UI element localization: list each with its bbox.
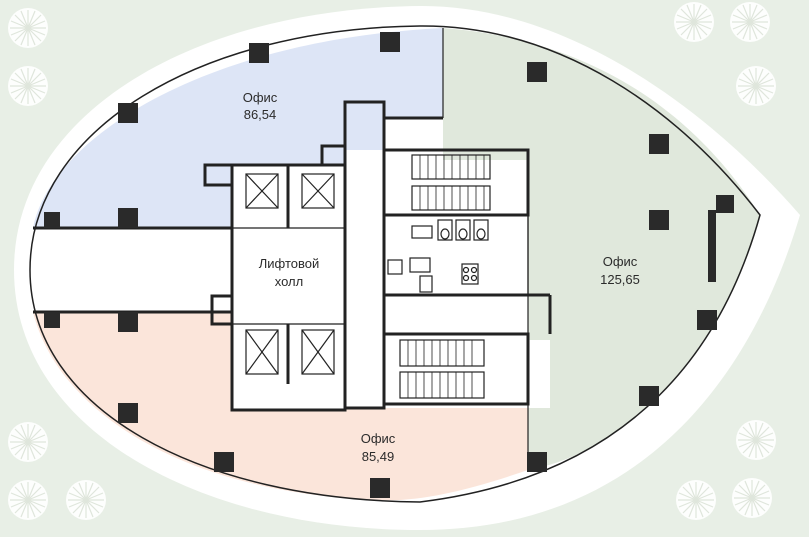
column [639,386,659,406]
tree-icon [7,65,49,107]
tree-icon [7,479,49,521]
room-label-office-2: Офис 125,65 [600,254,640,287]
column [44,212,60,228]
column [249,43,269,63]
column [697,310,717,330]
room-name: Офис [603,254,638,269]
tree-icon [731,477,773,519]
bathroom-fixtures [387,219,489,293]
structural-columns [44,32,734,498]
room-fill-office-2 [443,28,760,470]
column [370,478,390,498]
column [118,103,138,123]
lobby-name-line1: Лифтовой [259,256,320,271]
column [527,62,547,82]
tree-icon [673,1,715,43]
column [118,312,138,332]
room-fill-office-3 [33,312,528,501]
column [649,210,669,230]
column [118,403,138,423]
tree-icon [65,479,107,521]
core-walls [203,100,552,412]
room-label-office-1: Офис 86,54 [243,90,278,122]
tree-icon [729,1,771,43]
tree-icon [735,65,777,107]
column [214,452,234,472]
room-name: Офис [243,90,278,105]
staircase-top [411,154,491,211]
room-label-lobby: Лифтовой холл [259,256,320,289]
column [118,208,138,228]
column [527,452,547,472]
column [44,312,60,328]
room-fill-office-1 [33,28,443,228]
elevator-shafts [245,173,335,375]
lobby-name-line2: холл [275,274,303,289]
column [649,134,669,154]
column [708,210,716,282]
room-area: 85,49 [362,449,395,464]
tree-icon [735,419,777,461]
column [716,195,734,213]
room-label-office-3: Офис 85,49 [361,431,396,464]
column [380,32,400,52]
tree-icon [675,479,717,521]
room-area: 125,65 [600,272,640,287]
tree-icon [7,421,49,463]
room-area: 86,54 [244,107,277,122]
room-name: Офис [361,431,396,446]
staircase-bottom [399,339,485,399]
tree-icon [7,7,49,49]
